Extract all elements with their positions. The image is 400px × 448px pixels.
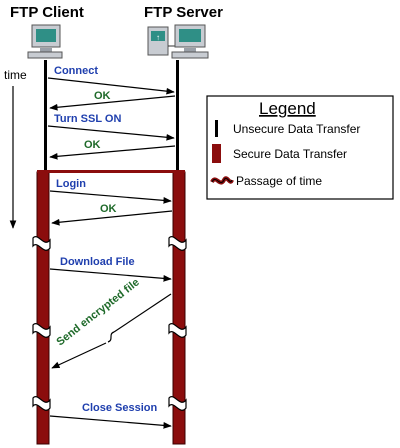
client-header: FTP Client xyxy=(10,4,84,21)
legend-secure-label: Secure Data Transfer xyxy=(233,147,347,161)
svg-text:↑: ↑ xyxy=(156,33,160,42)
svg-text:Login: Login xyxy=(56,178,86,190)
message-send-encrypted-file: Send encrypted file xyxy=(51,276,172,369)
server-unsecure-lifeline xyxy=(176,60,179,172)
message-ok-2: OK xyxy=(49,139,176,160)
legend-unsecure-label: Unsecure Data Transfer xyxy=(233,122,360,136)
server-header: FTP Server xyxy=(144,4,223,21)
svg-text:Close Session: Close Session xyxy=(82,402,157,414)
svg-text:OK: OK xyxy=(94,90,111,102)
message-connect: Connect xyxy=(47,65,175,95)
message-ok-1: OK xyxy=(49,90,176,111)
message-login: Login xyxy=(49,178,172,204)
time-break-markers xyxy=(32,236,187,411)
time-label: time xyxy=(4,68,27,82)
server-computer-icon: ↑ xyxy=(147,24,209,59)
message-close-session: Close Session xyxy=(49,402,172,429)
legend: Legend Unsecure Data Transfer Secure Dat… xyxy=(206,95,394,200)
legend-title: Legend xyxy=(259,99,316,118)
svg-text:OK: OK xyxy=(100,203,117,215)
legend-unsecure-swatch xyxy=(215,120,218,137)
computer-icon xyxy=(27,24,63,59)
message-download-file: Download File xyxy=(49,256,172,282)
legend-secure-swatch xyxy=(212,144,221,163)
legend-passage-outline xyxy=(211,177,233,184)
client-unsecure-lifeline xyxy=(44,60,47,172)
svg-text:Send encrypted file: Send encrypted file xyxy=(54,276,141,348)
message-ok-3: OK xyxy=(51,203,173,226)
svg-text:OK: OK xyxy=(84,139,101,151)
svg-text:Download File: Download File xyxy=(60,256,135,268)
svg-text:Turn SSL ON: Turn SSL ON xyxy=(54,113,121,125)
secure-session-bar xyxy=(37,170,185,173)
message-turn-ssl-on: Turn SSL ON xyxy=(47,113,175,141)
svg-text:Connect: Connect xyxy=(54,65,98,77)
legend-passage-label: Passage of time xyxy=(236,174,322,188)
legend-box xyxy=(206,95,394,200)
